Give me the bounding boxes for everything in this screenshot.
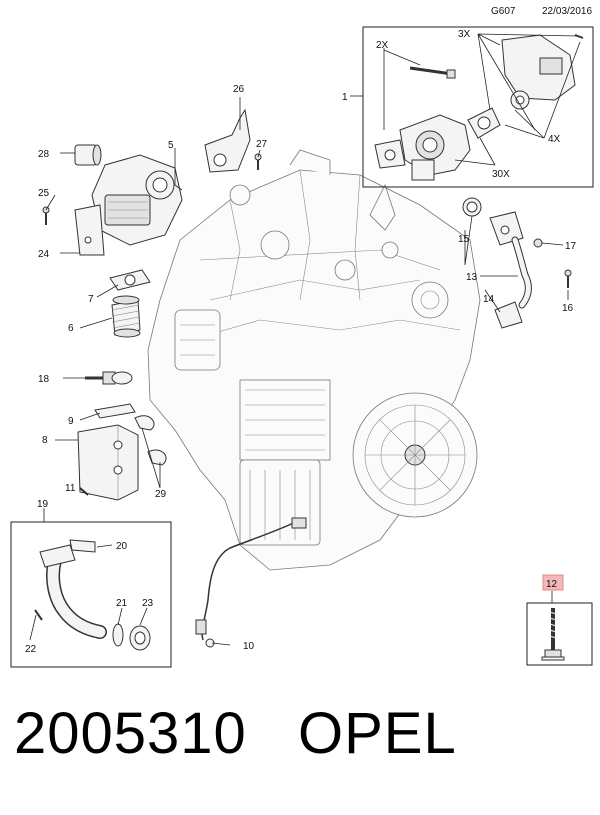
- highlight-box-12: [542, 574, 564, 591]
- diagram-code: G607: [491, 6, 516, 17]
- callout-3x: 3X: [458, 29, 471, 40]
- callout-4x: 4X: [548, 134, 561, 145]
- callout-11: 11: [65, 483, 76, 494]
- parts-diagram: 1 2X 3X 4X 30X 5 6 7 8 9 10 11 12 13 14 …: [10, 26, 594, 668]
- callout-20: 20: [116, 541, 128, 552]
- callout-18: 18: [38, 374, 50, 385]
- footer: 2005310 OPEL: [14, 700, 594, 810]
- callout-27: 27: [256, 139, 268, 150]
- callout-30x: 30X: [492, 169, 510, 180]
- callout-26: 26: [233, 84, 245, 95]
- bolt-part: [409, 66, 456, 79]
- callout-16: 16: [562, 303, 574, 314]
- brand-name: OPEL: [298, 701, 457, 766]
- part-number: 2005310: [14, 701, 247, 766]
- egr-valve-part: [374, 114, 471, 181]
- callout-10: 10: [243, 641, 255, 652]
- callout-25: 25: [38, 188, 50, 199]
- sensor-part: [85, 371, 133, 385]
- callout-12: 12: [546, 579, 558, 590]
- leader-lines: [29, 97, 569, 646]
- callout-8: 8: [42, 435, 48, 446]
- callout-29: 29: [155, 489, 167, 500]
- callout-15: 15: [458, 234, 470, 245]
- callout-14: 14: [483, 294, 495, 305]
- callout-22: 22: [25, 644, 37, 655]
- callout-13: 13: [466, 272, 478, 283]
- callout-19: 19: [37, 499, 49, 510]
- flange-and-bellows: [109, 269, 151, 338]
- gasket-part: [467, 107, 501, 139]
- callout-5: 5: [168, 140, 174, 151]
- callout-7: 7: [88, 294, 94, 305]
- assembly-box-1: [350, 26, 594, 188]
- actuator-part: [501, 34, 576, 110]
- engine-illustration: [147, 149, 481, 571]
- callouts: 1 2X 3X 4X 30X 5 6 7 8 9 10 11 12 13 14 …: [25, 29, 577, 655]
- callout-1: 1: [342, 92, 348, 103]
- callout-6: 6: [68, 323, 74, 334]
- diagram-date: 22/03/2016: [542, 6, 593, 17]
- callout-2x: 2X: [376, 40, 389, 51]
- callout-17: 17: [565, 241, 577, 252]
- callout-23: 23: [142, 598, 154, 609]
- bolt-12-box: [526, 602, 593, 666]
- callout-9: 9: [68, 416, 74, 427]
- callout-21: 21: [116, 598, 128, 609]
- callout-24: 24: [38, 249, 50, 260]
- egr-pipe-assembly: [462, 197, 572, 329]
- callout-28: 28: [38, 149, 50, 160]
- egr-cooler-part: [77, 403, 167, 501]
- throttle-assembly: [42, 108, 262, 256]
- assembly-box-19: [10, 521, 172, 668]
